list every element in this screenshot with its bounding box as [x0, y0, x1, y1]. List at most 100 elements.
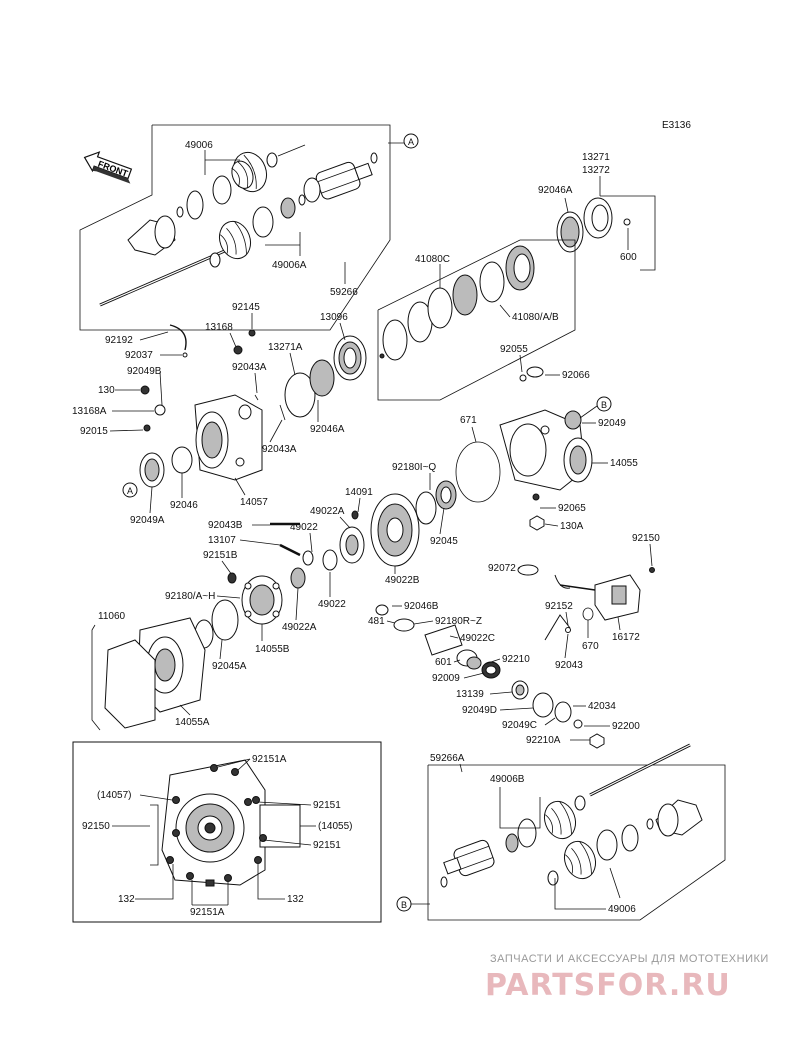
label-42034: 42034 [588, 701, 616, 712]
label-92065: 92065 [558, 503, 586, 514]
label-92046B: 92046B [404, 601, 439, 612]
housing-14055 [499, 409, 593, 491]
label-13168: 13168 [205, 322, 233, 333]
label-inset-14057: (14057) [97, 790, 131, 801]
label-481: 481 [368, 616, 385, 627]
label-92043B: 92043B [208, 520, 243, 531]
label-92180-A-H: 92180/A~H [165, 591, 215, 602]
label-92180R-Z: 92180R~Z [435, 616, 482, 627]
label-92049: 92049 [598, 418, 626, 429]
label-inset-132-right: 132 [287, 894, 304, 905]
label-49022-a: 49022 [290, 522, 318, 533]
label-130A: 130A [560, 521, 584, 532]
label-601: 601 [435, 657, 452, 668]
label-14055B: 14055B [255, 644, 290, 655]
watermark: ЗАПЧАСТИ И АКСЕССУАРЫ ДЛЯ МОТОТЕХНИКИ PA… [485, 953, 769, 1003]
callout-a-top: A [403, 133, 419, 149]
label-92046: 92046 [170, 500, 198, 511]
label-49022-b: 49022 [318, 599, 346, 610]
label-92152: 92152 [545, 601, 573, 612]
label-92210: 92210 [502, 654, 530, 665]
label-13168A: 13168A [72, 406, 107, 417]
label-92043-c: 92043 [555, 660, 583, 671]
label-59266A: 59266A [430, 753, 465, 764]
svg-text:B: B [401, 900, 407, 910]
carrier-14055B [241, 575, 283, 625]
assembled-inset [72, 741, 382, 923]
label-49022A-bot: 49022A [282, 622, 317, 633]
label-inset-92151-2: 92151 [313, 840, 341, 851]
label-14055A: 14055A [175, 717, 210, 728]
label-49022A-top: 49022A [310, 506, 345, 517]
label-92015: 92015 [80, 426, 108, 437]
label-inset-92151-1: 92151 [313, 800, 341, 811]
label-41080: 41080/A/B [512, 312, 559, 323]
spider-gear [339, 526, 365, 564]
label-670: 670 [582, 641, 599, 652]
callout-a-left: A [122, 482, 138, 498]
label-92055: 92055 [500, 344, 528, 355]
watermark-brand: PARTSFOR.RU [485, 968, 731, 1003]
label-13107: 13107 [208, 535, 236, 546]
label-49022B: 49022B [385, 575, 420, 586]
label-92049B: 92049B [127, 366, 162, 377]
rear-axle-group [427, 743, 726, 921]
bearing-13096 [333, 335, 367, 381]
label-inset-92150: 92150 [82, 821, 110, 832]
pinion-49022C [375, 604, 605, 749]
label-49006A: 49006A [272, 260, 307, 271]
label-92180I-Q: 92180I~Q [392, 462, 436, 473]
callout-b-right: B [596, 396, 612, 412]
label-92200: 92200 [612, 721, 640, 732]
front-arrow-icon: FRONT [83, 151, 133, 184]
label-92043A-1: 92043A [232, 362, 267, 373]
label-92049A: 92049A [130, 515, 165, 526]
svg-text:A: A [408, 137, 414, 147]
label-130: 130 [98, 385, 115, 396]
label-inset-92151A-bot: 92151A [190, 907, 225, 918]
label-14091: 14091 [345, 487, 373, 498]
label-49006B: 49006B [490, 774, 525, 785]
label-13139: 13139 [456, 689, 484, 700]
diagram-code: E3136 [662, 120, 691, 131]
label-92045: 92045 [430, 536, 458, 547]
ring-gear-49022B [370, 493, 420, 567]
label-14057: 14057 [240, 497, 268, 508]
label-92046A-mid: 92046A [310, 424, 345, 435]
svg-text:A: A [127, 486, 133, 496]
label-14055: 14055 [610, 458, 638, 469]
actuator-16172 [554, 567, 655, 621]
label-92210A: 92210A [526, 735, 561, 746]
label-92049C: 92049C [502, 720, 537, 731]
label-13096: 13096 [320, 312, 348, 323]
label-92072: 92072 [488, 563, 516, 574]
label-11060: 11060 [98, 611, 126, 622]
clutch-plate-stack [377, 239, 576, 401]
label-inset-92151A-top: 92151A [252, 754, 287, 765]
watermark-tagline: ЗАПЧАСТИ И АКСЕССУАРЫ ДЛЯ МОТОТЕХНИКИ [490, 953, 769, 965]
callout-b-bottom: B [396, 896, 412, 912]
label-92151B: 92151B [203, 550, 238, 561]
label-13271A: 13271A [268, 342, 303, 353]
label-49022C: 49022C [460, 633, 495, 644]
svg-text:B: B [601, 400, 607, 410]
label-49006-bot: 49006 [608, 904, 636, 915]
housing-14057 [194, 394, 263, 481]
clutch-ring-group [556, 197, 631, 253]
label-92009: 92009 [432, 673, 460, 684]
label-92066: 92066 [562, 370, 590, 381]
label-13271: 13271 [582, 152, 610, 163]
label-92150-right: 92150 [632, 533, 660, 544]
label-59266: 59266 [330, 287, 358, 298]
label-92049D: 92049D [462, 705, 497, 716]
label-92037: 92037 [125, 350, 153, 361]
label-49006: 49006 [185, 140, 213, 151]
front-axle-group [79, 124, 391, 331]
label-92043A-2: 92043A [262, 444, 297, 455]
label-13272: 13272 [582, 165, 610, 176]
label-41080C: 41080C [415, 254, 450, 265]
label-92046A-top: 92046A [538, 185, 573, 196]
label-92045A: 92045A [212, 661, 247, 672]
